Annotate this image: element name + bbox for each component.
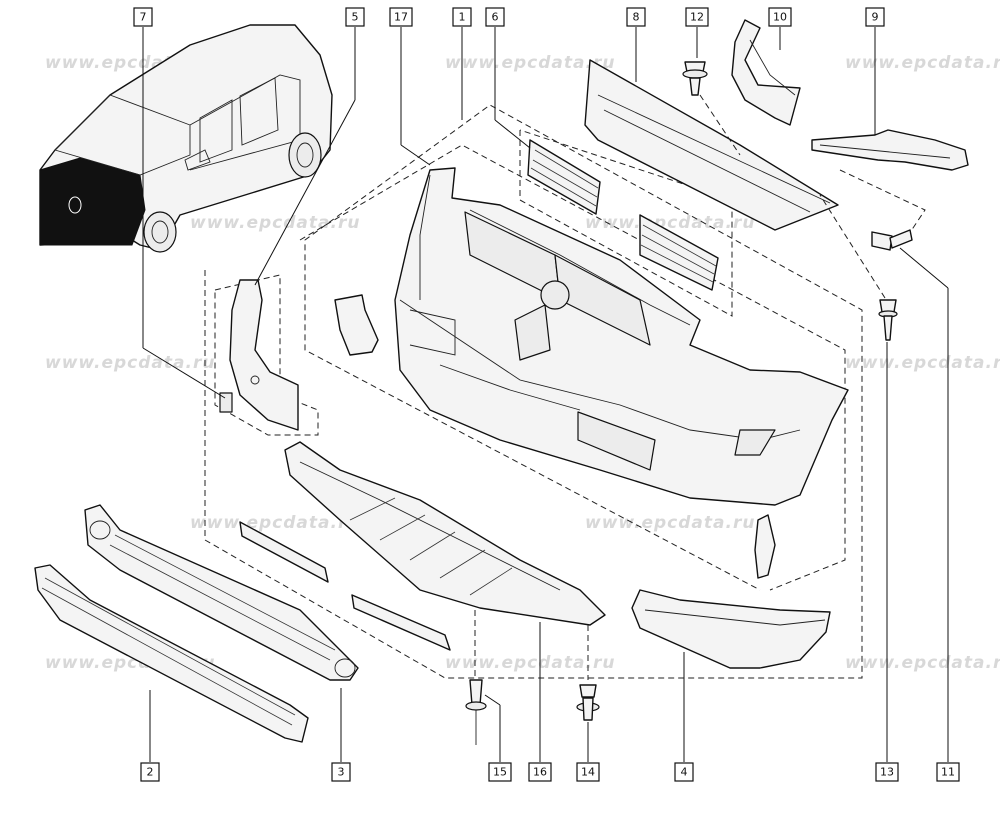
callout-label: 13: [880, 766, 894, 779]
part-lower-grille: [84, 504, 359, 681]
watermark: www.epcdata.ru: [845, 53, 1000, 73]
callout-label: 11: [941, 766, 955, 779]
callout-6[interactable]: 6: [485, 7, 505, 27]
watermark: www.epcdata.ru: [585, 213, 755, 233]
callout-15[interactable]: 15: [488, 762, 512, 782]
rivet-15: [465, 679, 487, 745]
callout-label: 16: [533, 766, 547, 779]
bolt-11: [871, 229, 913, 251]
callout-7[interactable]: 7: [133, 7, 153, 27]
screw-14: [576, 684, 600, 721]
watermark: www.epcdata.ru: [585, 513, 755, 533]
screw-13: [878, 299, 898, 341]
part-side-piece-left: [219, 279, 299, 431]
callout-5[interactable]: 5: [345, 7, 365, 27]
part-bumper-body: [394, 167, 849, 506]
callout-4[interactable]: 4: [674, 762, 694, 782]
part-grille-inserts: [527, 139, 719, 291]
watermark: www.epcdata.ru: [445, 53, 615, 73]
leader-lines: [142, 27, 949, 762]
watermark: www.epcdata.ru: [45, 353, 215, 373]
watermark: www.epcdata.ru: [190, 513, 360, 533]
callout-16[interactable]: 16: [528, 762, 552, 782]
part-upper-trim: [584, 59, 839, 231]
callouts: 7 5 17 1 6 8 12 10 9 2 3 15 16 14 4 13 1…: [133, 7, 960, 782]
part-underbody-shield: [284, 441, 606, 626]
callout-label: 2: [147, 766, 154, 779]
callout-label: 10: [773, 11, 787, 24]
callout-11[interactable]: 11: [936, 762, 960, 782]
callout-2[interactable]: 2: [140, 762, 160, 782]
callout-14[interactable]: 14: [576, 762, 600, 782]
callout-label: 17: [394, 11, 408, 24]
watermark: www.epcdata.ru: [445, 653, 615, 673]
callout-label: 15: [493, 766, 507, 779]
callout-8[interactable]: 8: [626, 7, 646, 27]
callout-label: 9: [872, 11, 879, 24]
part-small-bracket-left: [334, 294, 379, 356]
callout-12[interactable]: 12: [685, 7, 709, 27]
part-lower-trim: [34, 564, 309, 743]
callout-1[interactable]: 1: [452, 7, 472, 27]
callout-label: 8: [633, 11, 640, 24]
callout-label: 12: [690, 11, 704, 24]
callout-3[interactable]: 3: [331, 762, 351, 782]
callout-17[interactable]: 17: [389, 7, 413, 27]
watermark: www.epcdata.ru: [845, 653, 1000, 673]
callout-label: 4: [681, 766, 688, 779]
part-spoiler: [631, 589, 831, 669]
watermark: www.epcdata.ru: [845, 353, 1000, 373]
callout-label: 6: [492, 11, 499, 24]
callout-10[interactable]: 10: [768, 7, 792, 27]
callout-label: 7: [140, 11, 147, 24]
part-side-guide: [811, 129, 969, 171]
callout-label: 1: [459, 11, 466, 24]
part-small-bracket-right: [754, 514, 776, 579]
car-illustration: [39, 24, 333, 253]
watermark: www.epcdata.ru: [190, 213, 360, 233]
fasteners: [465, 61, 913, 745]
part-strips: [239, 521, 451, 651]
callout-label: 5: [352, 11, 359, 24]
callout-label: 3: [338, 766, 345, 779]
callout-13[interactable]: 13: [875, 762, 899, 782]
callout-9[interactable]: 9: [865, 7, 885, 27]
callout-label: 14: [581, 766, 595, 779]
clip-12: [682, 61, 708, 96]
part-bracket-upper: [731, 19, 801, 126]
